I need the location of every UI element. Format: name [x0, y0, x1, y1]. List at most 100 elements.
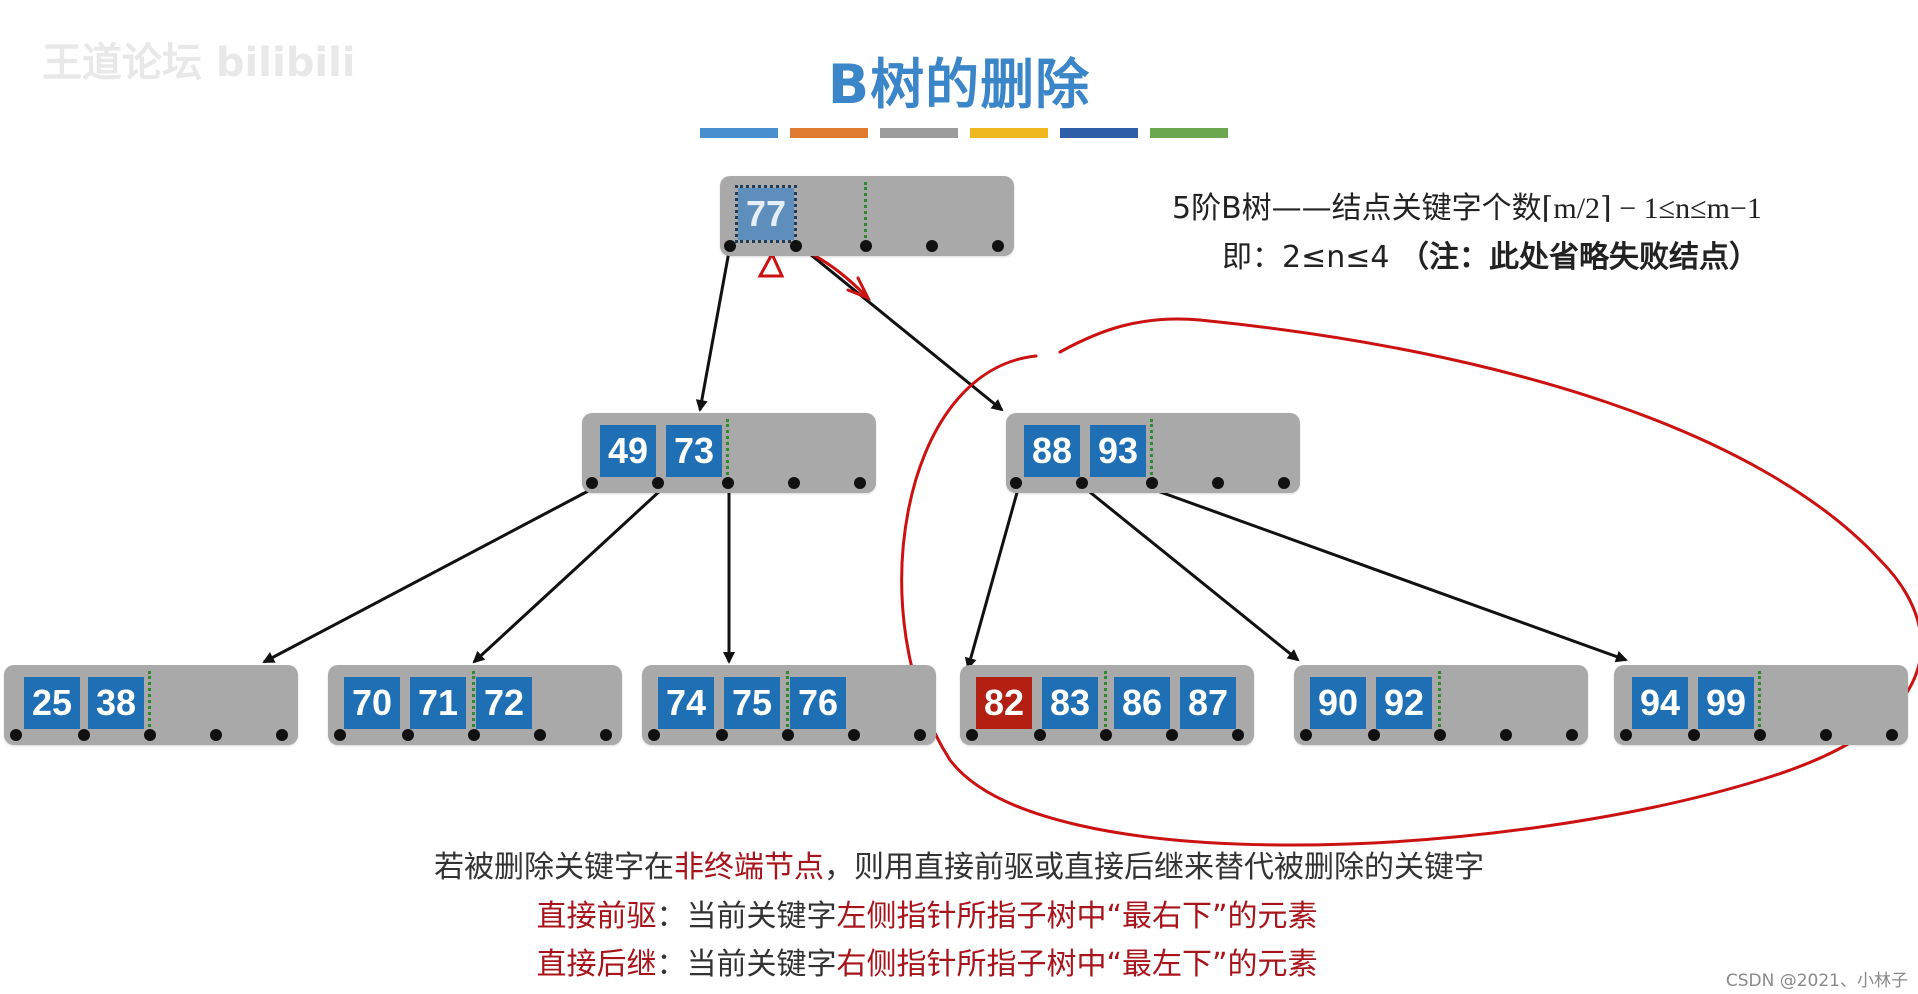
- key-box: 92: [1376, 677, 1432, 729]
- key-box: 87: [1180, 677, 1236, 729]
- pointer-dot: [722, 477, 734, 489]
- rule-formula: ⌈m/2⌉ − 1≤n≤m−1: [1541, 192, 1762, 225]
- pointer-dot: [1754, 729, 1766, 741]
- pointer-dot: [648, 729, 660, 741]
- color-bar-segment: [1060, 128, 1138, 138]
- color-bar-segment: [970, 128, 1048, 138]
- pointer-dot: [926, 240, 938, 252]
- pointer-dot: [468, 729, 480, 741]
- pointer-dot: [1434, 729, 1446, 741]
- key-box: 94: [1632, 677, 1688, 729]
- pointer-dot: [334, 729, 346, 741]
- key-separator: [472, 671, 475, 733]
- key-box: 75: [724, 677, 780, 729]
- tree-edge-arrow: [695, 245, 732, 412]
- key-separator: [1150, 419, 1153, 481]
- deleted-key-box: 82: [976, 677, 1032, 729]
- explanation-text: 若被删除关键字在: [434, 850, 674, 885]
- pointer-dot: [1100, 729, 1112, 741]
- leaf-node-4: 82 83 86 87: [960, 665, 1254, 745]
- pointer-dot: [1278, 477, 1290, 489]
- tree-edge-arrow: [472, 487, 664, 664]
- pointer-dot: [854, 477, 866, 489]
- rule-line-2-prefix: 即：2≤n≤4: [1222, 240, 1399, 275]
- pointer-dot: [1076, 477, 1088, 489]
- successor-desc: 右侧指针所指子树中“最左下”的元素: [836, 947, 1318, 982]
- key-box: 93: [1090, 425, 1146, 477]
- pointer-dot: [992, 240, 1004, 252]
- explanation-line-3: 直接后继：当前关键字右侧指针所指子树中“最左下”的元素: [0, 939, 1886, 983]
- explanation-text: ，则用直接前驱或直接后继来替代被删除的关键字: [824, 850, 1484, 885]
- key-separator: [148, 671, 151, 733]
- watermark: 王道论坛 bilibili: [42, 40, 356, 86]
- key-separator: [1438, 671, 1441, 733]
- color-bar-segment: [700, 128, 778, 138]
- pointer-dot: [652, 477, 664, 489]
- predecessor-desc: 左侧指针所指子树中“最右下”的元素: [836, 899, 1318, 934]
- pointer-dot: [1232, 729, 1244, 741]
- pointer-dot: [78, 729, 90, 741]
- key-box: 70: [344, 677, 400, 729]
- pointer-dot: [1688, 729, 1700, 741]
- leaf-node-3: 74 75 76: [642, 665, 936, 745]
- tree-edge-arrow: [262, 487, 593, 664]
- rule-line-2: 即：2≤n≤4 （注：此处省略失败结点）: [1222, 232, 1759, 276]
- tree-edge-arrow: [799, 244, 1004, 412]
- pointer-dot: [586, 477, 598, 489]
- root-node: 77: [720, 176, 1014, 256]
- key-separator: [1104, 671, 1107, 733]
- color-bar-segment: [880, 128, 958, 138]
- explanation-line-2: 直接前驱：当前关键字左侧指针所指子树中“最右下”的元素: [0, 891, 1886, 935]
- key-box: 99: [1698, 677, 1754, 729]
- key-box: 25: [24, 677, 80, 729]
- pointer-dot: [966, 729, 978, 741]
- pointer-dot: [210, 729, 222, 741]
- key-box: 73: [666, 425, 722, 477]
- color-bar-segment: [1150, 128, 1228, 138]
- key-box: 38: [88, 677, 144, 729]
- pointer-dot: [1166, 729, 1178, 741]
- key-separator: [864, 182, 867, 244]
- rule-line-1: 5阶B树——结点关键字个数⌈m/2⌉ − 1≤n≤m−1: [1172, 183, 1762, 227]
- pointer-dot: [1566, 729, 1578, 741]
- key-box: 90: [1310, 677, 1366, 729]
- successor-label: 直接后继: [536, 947, 657, 982]
- key-box: 71: [410, 677, 466, 729]
- pointer-dot: [1300, 729, 1312, 741]
- key-box: 74: [658, 677, 714, 729]
- rule-note: （注：此处省略失败结点）: [1399, 240, 1759, 275]
- key-box: 86: [1114, 677, 1170, 729]
- pointer-dot: [144, 729, 156, 741]
- pointer-dot: [276, 729, 288, 741]
- tree-edge-arrow: [1085, 487, 1300, 662]
- pointer-dot: [860, 240, 872, 252]
- pointer-dot: [782, 729, 794, 741]
- pointer-dot: [10, 729, 22, 741]
- key-separator: [1758, 671, 1761, 733]
- pointer-dot: [1368, 729, 1380, 741]
- tree-edge-arrow: [1151, 487, 1628, 663]
- key-separator: [726, 419, 729, 481]
- explanation-text: ：当前关键字: [656, 899, 837, 934]
- leaf-node-6: 94 99: [1614, 665, 1908, 745]
- internal-node-left: 49 73: [582, 413, 876, 493]
- pointer-dot: [1820, 729, 1832, 741]
- rule-line-1-prefix: 5阶B树——结点关键字个数: [1172, 191, 1542, 226]
- red-triangle-annotation: [757, 250, 785, 278]
- key-box: 83: [1042, 677, 1098, 729]
- pointer-dot: [716, 729, 728, 741]
- pointer-dot: [790, 240, 802, 252]
- pointer-dot: [1010, 477, 1022, 489]
- leaf-node-1: 25 38: [4, 665, 298, 745]
- pointer-dot: [534, 729, 546, 741]
- color-bar-segment: [790, 128, 868, 138]
- key-box: 49: [600, 425, 656, 477]
- credit-watermark: CSDN @2021、小林子: [1725, 971, 1908, 991]
- explanation-line-1: 若被删除关键字在非终端节点，则用直接前驱或直接后继来替代被删除的关键字: [0, 842, 1918, 886]
- key-box: 88: [1024, 425, 1080, 477]
- pointer-dot: [1886, 729, 1898, 741]
- pointer-dot: [1034, 729, 1046, 741]
- pointer-dot: [724, 240, 736, 252]
- pointer-dot: [788, 477, 800, 489]
